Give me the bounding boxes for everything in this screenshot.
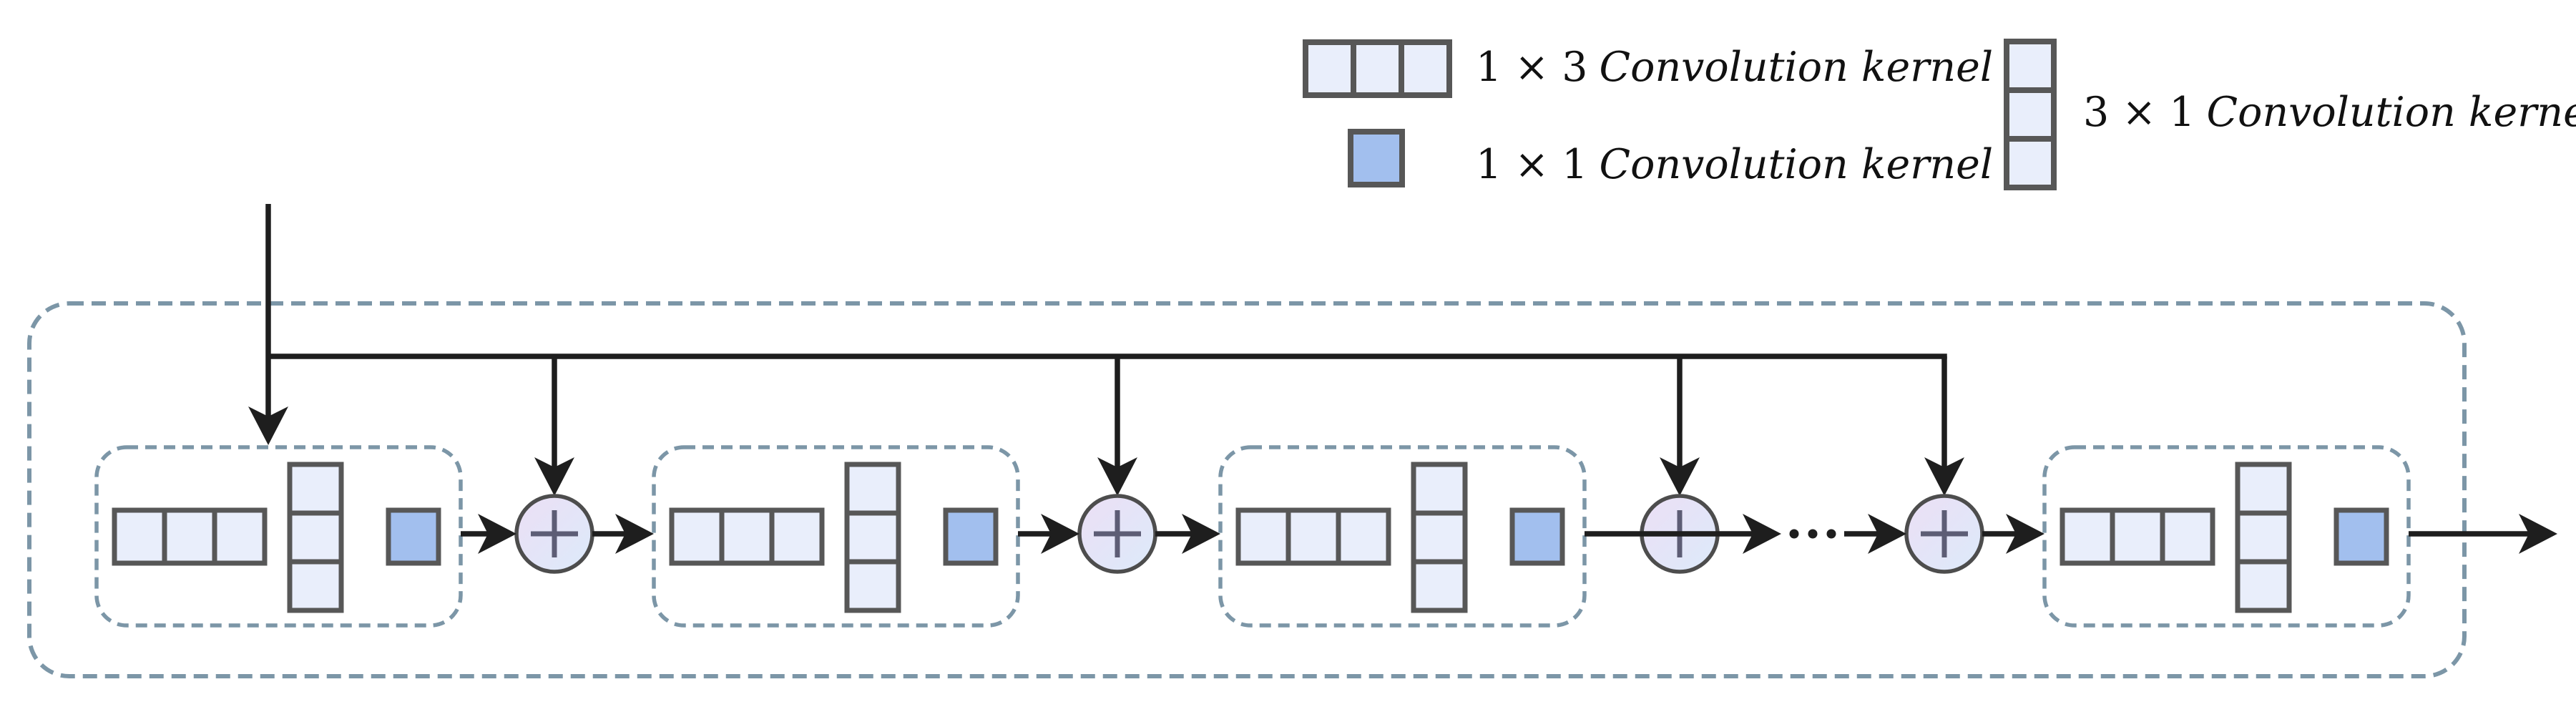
- arrowhead-right-icon: [1182, 514, 1220, 554]
- conv-block-3: [1218, 445, 1587, 628]
- legend-label-size: 1 × 3: [1476, 44, 1588, 91]
- kernel-cells: [669, 507, 825, 566]
- arrowhead-right-icon: [2006, 514, 2044, 554]
- arrowhead-right-icon: [478, 514, 516, 554]
- kernel-cells: [2004, 39, 2057, 190]
- flow-arrow-1: [461, 514, 516, 554]
- flow-arrow-5: [1585, 514, 1781, 554]
- arrowhead-down-icon: [248, 406, 288, 445]
- kernel-1x3-icon: [669, 507, 825, 566]
- legend-label: 1 × 1 Convolution kernel: [1476, 141, 1993, 188]
- legend-item-legend-1x3: 1 × 3 Convolution kernel: [1303, 39, 1993, 98]
- legend: 1 × 3 Convolution kernel 1 × 1 Convolution …: [1303, 39, 2576, 190]
- arrowhead-right-icon: [1743, 514, 1781, 554]
- kernel-3x1-icon: [2235, 462, 2292, 613]
- legend-swatch-legend-1x3-icon: [1303, 39, 1452, 98]
- kernel-cells: [287, 462, 344, 613]
- adder-node-1: [514, 494, 594, 574]
- adder-node-2: [1077, 494, 1157, 574]
- kernel-1x3-icon: [112, 507, 268, 566]
- kernel-cells: [386, 507, 441, 566]
- adder-node-4: [1904, 494, 1984, 574]
- kernel-1x1-icon: [943, 507, 999, 566]
- conv-block-4: [2042, 445, 2411, 628]
- flow-arrow-7: [1982, 514, 2044, 554]
- flow-arrow-3: [1018, 514, 1079, 554]
- kernel-3x1-icon: [1411, 462, 1468, 613]
- dot-icon: [1808, 529, 1818, 539]
- flow-arrow-2: [592, 514, 654, 554]
- flow-arrow-4: [1155, 514, 1220, 554]
- arrowhead-right-icon: [1868, 514, 1906, 554]
- kernel-cells: [2235, 462, 2292, 613]
- kernel-cells: [112, 507, 268, 566]
- legend-label-words: Convolution kernel: [2207, 89, 2576, 136]
- legend-swatch-legend-1x1-icon: [1348, 129, 1405, 187]
- kernel-1x1-icon: [2333, 507, 2389, 566]
- arrowhead-right-icon: [615, 514, 654, 554]
- skip-drop-arrow-3: [1660, 356, 1700, 496]
- kernel-1x1-icon: [386, 507, 441, 566]
- input-arrow: [248, 204, 288, 445]
- skip-drop-arrow-2: [1097, 356, 1137, 496]
- kernel-cells: [1509, 507, 1565, 566]
- dot-icon: [1826, 529, 1836, 539]
- arrowhead-right-icon: [1041, 514, 1079, 554]
- conv-block-1: [94, 445, 463, 628]
- kernel-cells: [1303, 39, 1452, 98]
- kernel-3x1-icon: [844, 462, 901, 613]
- legend-item-legend-1x1: 1 × 1 Convolution kernel: [1348, 129, 1993, 188]
- legend-label-words: Convolution kernel: [1600, 141, 1994, 188]
- arrowhead-down-icon: [1924, 457, 1964, 496]
- kernel-1x3-icon: [2060, 507, 2215, 566]
- kernel-cells: [2060, 507, 2215, 566]
- legend-label-words: Convolution kernel: [1600, 44, 1994, 91]
- kernel-cells: [943, 507, 999, 566]
- legend-swatch-legend-3x1-icon: [2004, 39, 2057, 190]
- kernel-cells: [1235, 507, 1391, 566]
- skip-drop-arrow-1: [534, 356, 574, 496]
- kernel-cells: [844, 462, 901, 613]
- dot-icon: [1789, 529, 1799, 539]
- kernel-1x3-icon: [1235, 507, 1391, 566]
- arrowhead-down-icon: [1097, 457, 1137, 496]
- module-outer-dashed-box: [27, 301, 2467, 678]
- arrowhead-right-icon: [2519, 514, 2557, 554]
- kernel-3x1-icon: [287, 462, 344, 613]
- legend-label: 1 × 3 Convolution kernel: [1476, 44, 1993, 91]
- legend-label-size: 3 × 1: [2083, 89, 2195, 136]
- legend-label: 3 × 1 Convolution kernel: [2083, 89, 2576, 136]
- conv-block-2: [652, 445, 1020, 628]
- skip-drop-arrow-4: [1924, 356, 1964, 496]
- kernel-cells: [1348, 129, 1405, 187]
- output-arrow: [2409, 514, 2557, 554]
- kernel-cells: [1411, 462, 1468, 613]
- kernel-cells: [2333, 507, 2389, 566]
- legend-item-legend-3x1: 3 × 1 Convolution kernel: [2004, 39, 2576, 190]
- ellipsis-dots: [1789, 529, 1836, 539]
- flow-arrow-6: [1844, 514, 1906, 554]
- arrowhead-down-icon: [534, 457, 574, 496]
- kernel-1x1-icon: [1509, 507, 1565, 566]
- legend-label-size: 1 × 1: [1476, 141, 1588, 188]
- arrowhead-down-icon: [1660, 457, 1700, 496]
